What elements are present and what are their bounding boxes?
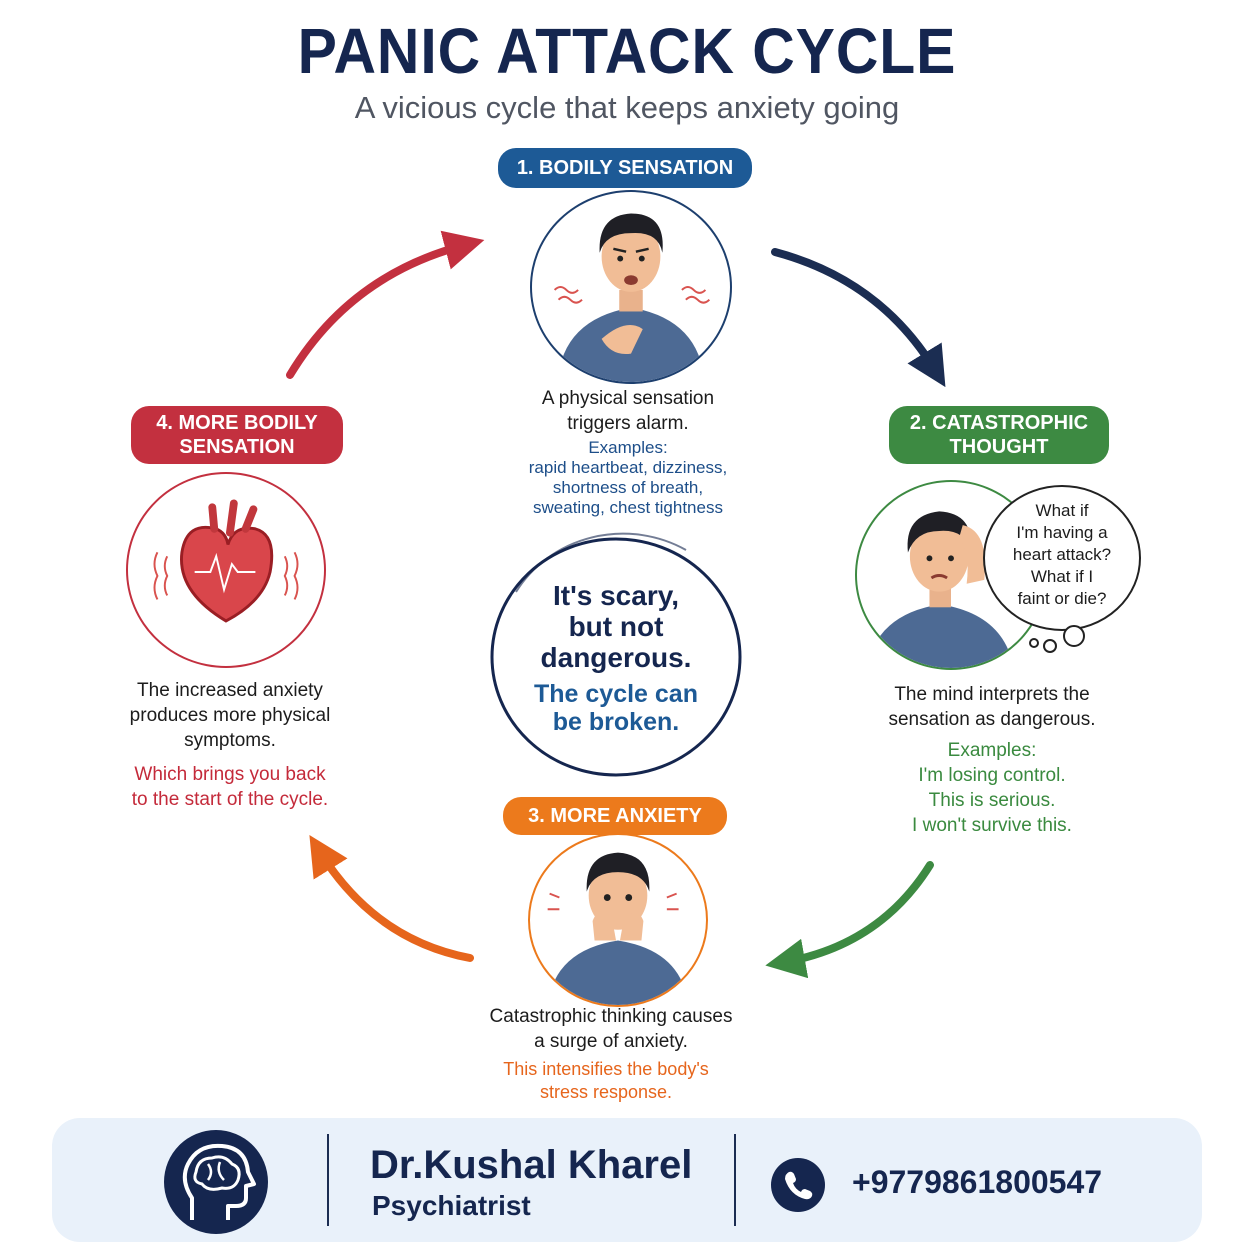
page-subtitle: A vicious cycle that keeps anxiety going [354, 90, 900, 125]
thought-bubble-icon [983, 485, 1141, 653]
step-1-description: A physical sensation triggers alarm. [541, 388, 715, 434]
heart-icon [153, 499, 299, 623]
step-2-description: The mind interprets the sensation as dan… [888, 684, 1096, 730]
footer-divider-2 [734, 1134, 736, 1226]
center-message-main: It's scary, but not dangerous. [540, 580, 692, 673]
brain-head-icon [164, 1130, 268, 1234]
step-3-note: This intensifies the body's stress respo… [503, 1059, 709, 1102]
center-message-sub: The cycle can be broken. [534, 680, 698, 736]
anxious-person-icon [547, 852, 689, 1005]
step-1-label: 1. BODILY SENSATION [498, 148, 752, 188]
center-circle-icon [490, 532, 742, 777]
step-4-description: The increased anxiety produces more phys… [129, 680, 331, 751]
doctor-name: Dr.Kushal Kharel [370, 1143, 693, 1187]
arrow-2-to-3 [765, 861, 934, 979]
doctor-role: Psychiatrist [372, 1190, 531, 1221]
worried-person-icon [866, 511, 1014, 668]
thought-bubble-text: What if I'm having a heart attack? What … [1012, 501, 1112, 608]
step-4-note: Which brings you back to the start of th… [131, 764, 329, 810]
arrow-4-to-1 [286, 230, 485, 379]
person-chest-pain-icon [553, 213, 711, 382]
step-1-examples: Examples: rapid heartbeat, dizziness, sh… [528, 438, 728, 517]
phone-number[interactable]: +9779861800547 [852, 1164, 1103, 1200]
page-title: PANIC ATTACK CYCLE [297, 15, 957, 87]
step-1-illustration [530, 190, 732, 384]
step-3-illustration [528, 833, 708, 1007]
arrow-3-to-4 [309, 835, 474, 962]
step-3-label: 3. MORE ANXIETY [503, 797, 727, 835]
step-3-description: Catastrophic thinking causes a surge of … [489, 1006, 733, 1052]
phone-icon [771, 1158, 825, 1212]
step-2-examples: Examples: I'm losing control. This is se… [912, 740, 1072, 836]
step-4-illustration [126, 472, 326, 668]
arrow-1-to-2 [771, 248, 946, 388]
footer-divider-1 [327, 1134, 329, 1226]
